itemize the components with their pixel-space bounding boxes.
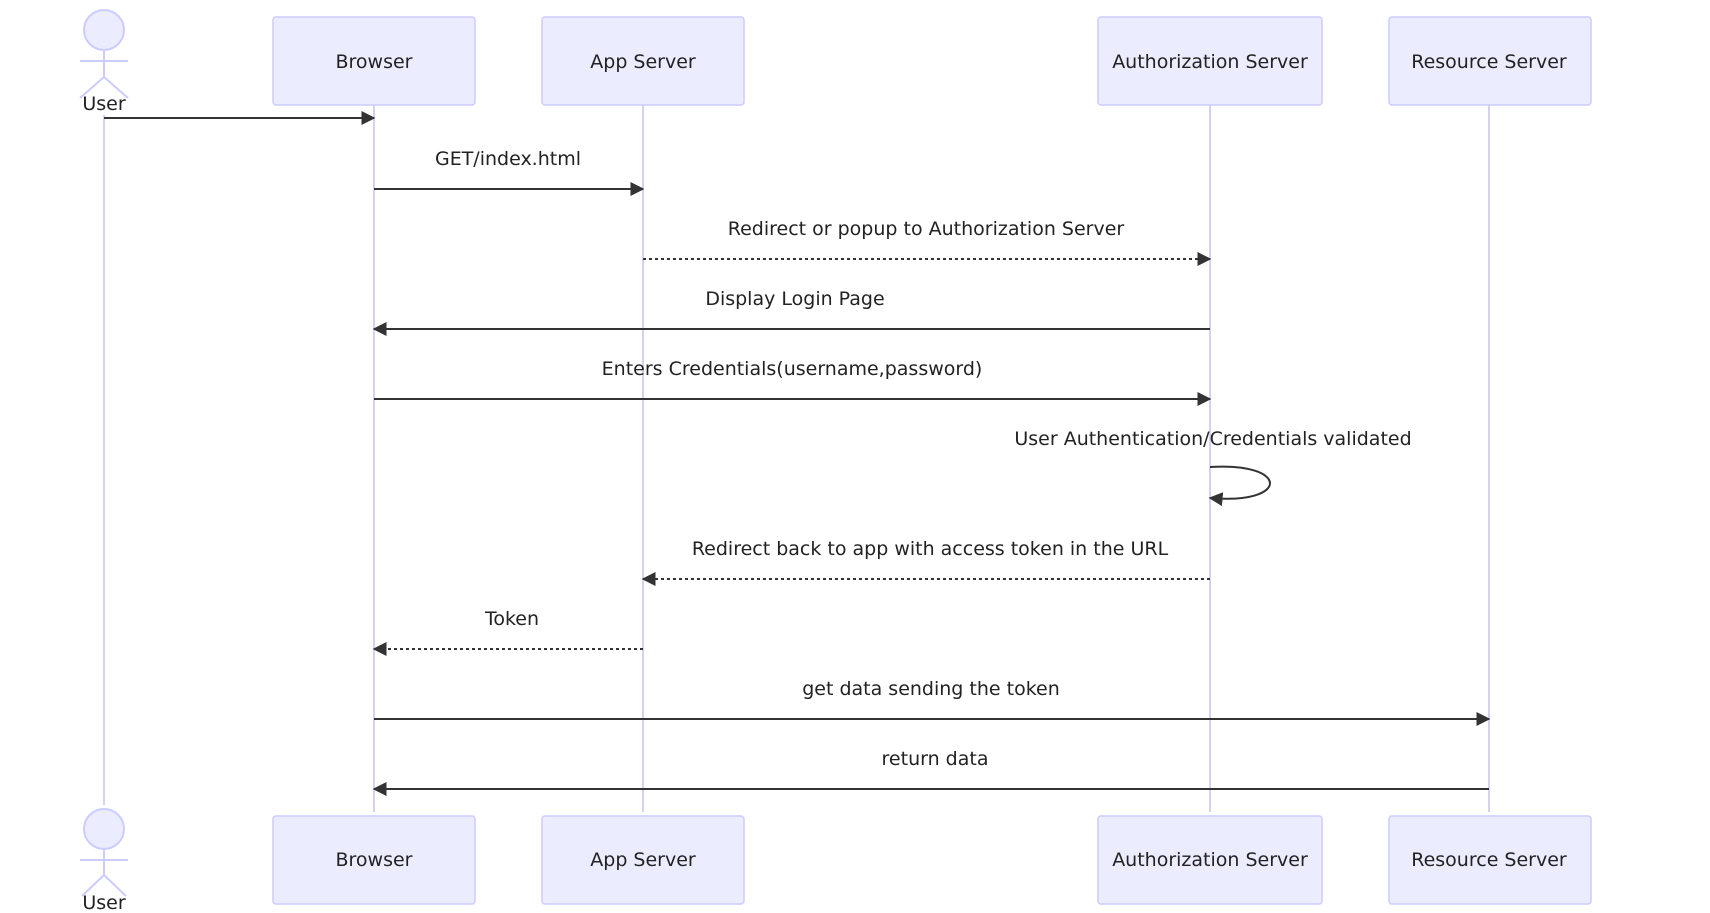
message-label-8: Token: [484, 608, 539, 630]
user-actor-label-top: User: [82, 93, 125, 115]
participant-resource-server-bottom: Resource Server: [1388, 815, 1592, 905]
participant-label: Resource Server: [1411, 51, 1567, 73]
message-label-6: User Authentication/Credentials validate…: [1014, 428, 1411, 450]
participant-label: Authorization Server: [1112, 51, 1308, 73]
user-actor-label-bottom: User: [82, 892, 125, 913]
message-label-4: Display Login Page: [705, 288, 884, 310]
user-actor-icon-top: [79, 9, 129, 99]
participant-label: Resource Server: [1411, 849, 1567, 871]
participant-label: App Server: [590, 51, 696, 73]
participant-resource-server-top: Resource Server: [1388, 16, 1592, 106]
message-label-7: Redirect back to app with access token i…: [692, 538, 1169, 560]
message-label-9: get data sending the token: [802, 678, 1060, 700]
participant-authorization-server-bottom: Authorization Server: [1097, 815, 1323, 905]
message-label-3: Redirect or popup to Authorization Serve…: [728, 218, 1125, 240]
participant-browser-bottom: Browser: [272, 815, 476, 905]
message-label-5: Enters Credentials(username,password): [602, 358, 983, 380]
participant-app-server-bottom: App Server: [541, 815, 745, 905]
message-label-2: GET/index.html: [435, 148, 581, 170]
participant-authorization-server-top: Authorization Server: [1097, 16, 1323, 106]
message-arrow-6-self: [1208, 465, 1271, 507]
participant-label: App Server: [590, 849, 696, 871]
message-label-10: return data: [882, 748, 989, 770]
user-actor-icon-bottom: [80, 808, 128, 897]
participant-label: Browser: [336, 51, 413, 73]
participant-app-server-top: App Server: [541, 16, 745, 106]
participant-browser-top: Browser: [272, 16, 476, 106]
participant-label: Authorization Server: [1112, 849, 1308, 871]
participant-label: Browser: [336, 849, 413, 871]
